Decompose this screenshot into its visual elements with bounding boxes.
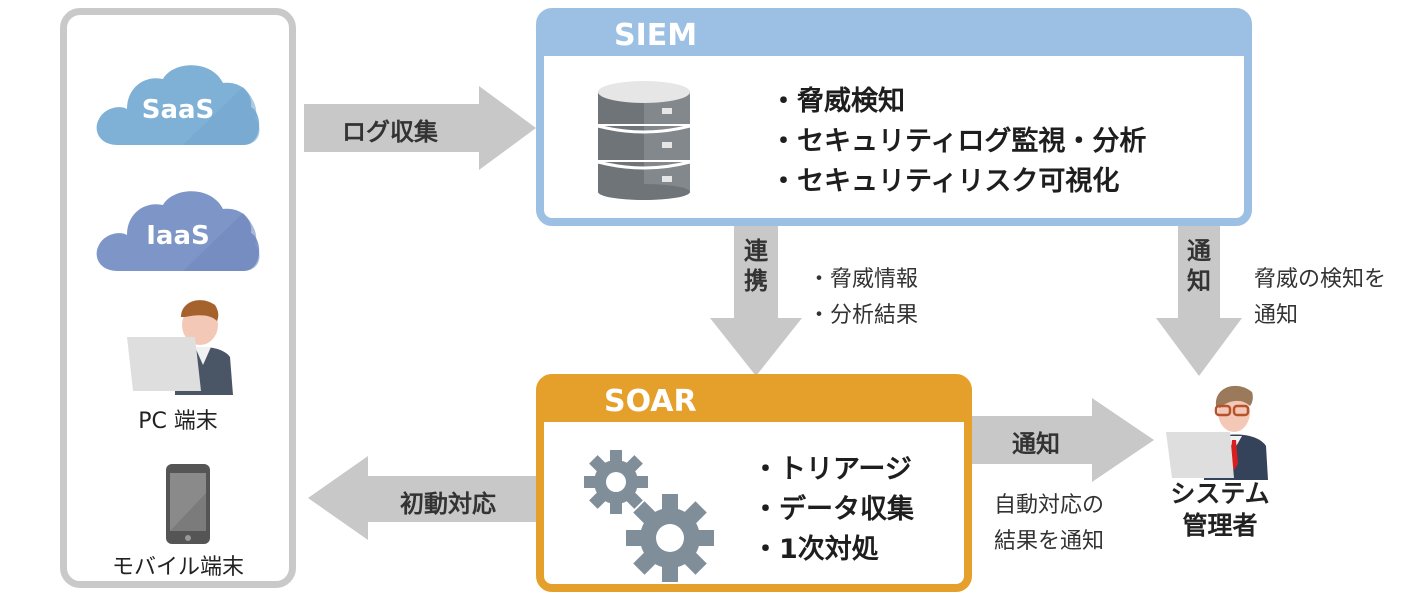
siem-header: SIEM — [544, 16, 1244, 56]
gears-icon — [582, 448, 722, 588]
soar-feature-item: ・トリアージ — [752, 454, 912, 485]
mobile-phone-icon — [165, 463, 211, 545]
cloud-icon — [96, 65, 260, 145]
database-icon — [596, 80, 692, 200]
cloud-icon — [96, 191, 260, 271]
siem-notify-note: 脅威の検知を 通知 — [1254, 267, 1387, 328]
iaas-cloud: IaaS — [93, 183, 263, 273]
admin-icon — [1164, 380, 1272, 480]
sources-panel: SaaS IaaS PC 端末 モバイル端末 — [60, 8, 296, 588]
saas-cloud: SaaS — [93, 57, 263, 147]
soar-notify-arrow: 通知 — [972, 398, 1154, 486]
siem-feature-item: ・セキュリティリスク可視化 — [770, 166, 1120, 197]
link-label: 連 携 — [744, 237, 768, 295]
siem-notify-arrow: 通 知 — [1156, 226, 1242, 380]
pc-user-icon — [125, 295, 235, 395]
siem-title: SIEM — [614, 18, 698, 53]
initial-response-arrow: 初動対応 — [308, 456, 536, 544]
pc-label: PC 端末 — [138, 409, 218, 434]
siem-notify-label: 通 知 — [1187, 237, 1211, 295]
soar-notify-label: 通知 — [1012, 430, 1060, 458]
link-arrow: 連 携 — [710, 226, 802, 380]
siem-box: SIEM ・脅威検知 ・セキュリティログ監視・分析 ・セキュリティリスク可視化 — [536, 8, 1252, 226]
initial-response-label: 初動対応 — [400, 490, 496, 518]
siem-feature-item: ・脅威検知 — [770, 86, 905, 117]
siem-feature-list: ・脅威検知 ・セキュリティログ監視・分析 ・セキュリティリスク可視化 — [770, 82, 1146, 202]
siem-feature-item: ・セキュリティログ監視・分析 — [770, 126, 1147, 157]
soar-feature-item: ・データ収集 — [752, 494, 914, 525]
iaas-label: IaaS — [146, 221, 210, 251]
link-info-note: ・脅威情報 ・分析結果 — [808, 267, 919, 328]
mobile-label: モバイル端末 — [111, 555, 244, 580]
soar-feature-list: ・トリアージ ・データ収集 ・1次対処 — [752, 450, 914, 570]
log-collection-label: ログ収集 — [342, 118, 438, 146]
soar-box: SOAR — [536, 374, 972, 592]
log-collection-arrow: ログ収集 — [304, 86, 536, 174]
soar-notify-note: 自動対応の 結果を通知 — [994, 493, 1105, 554]
admin-label: システム 管理者 — [1170, 479, 1270, 540]
soar-title: SOAR — [604, 384, 697, 419]
soar-header: SOAR — [544, 382, 964, 422]
saas-label: SaaS — [141, 95, 215, 125]
soar-feature-item: ・1次対処 — [752, 534, 879, 565]
